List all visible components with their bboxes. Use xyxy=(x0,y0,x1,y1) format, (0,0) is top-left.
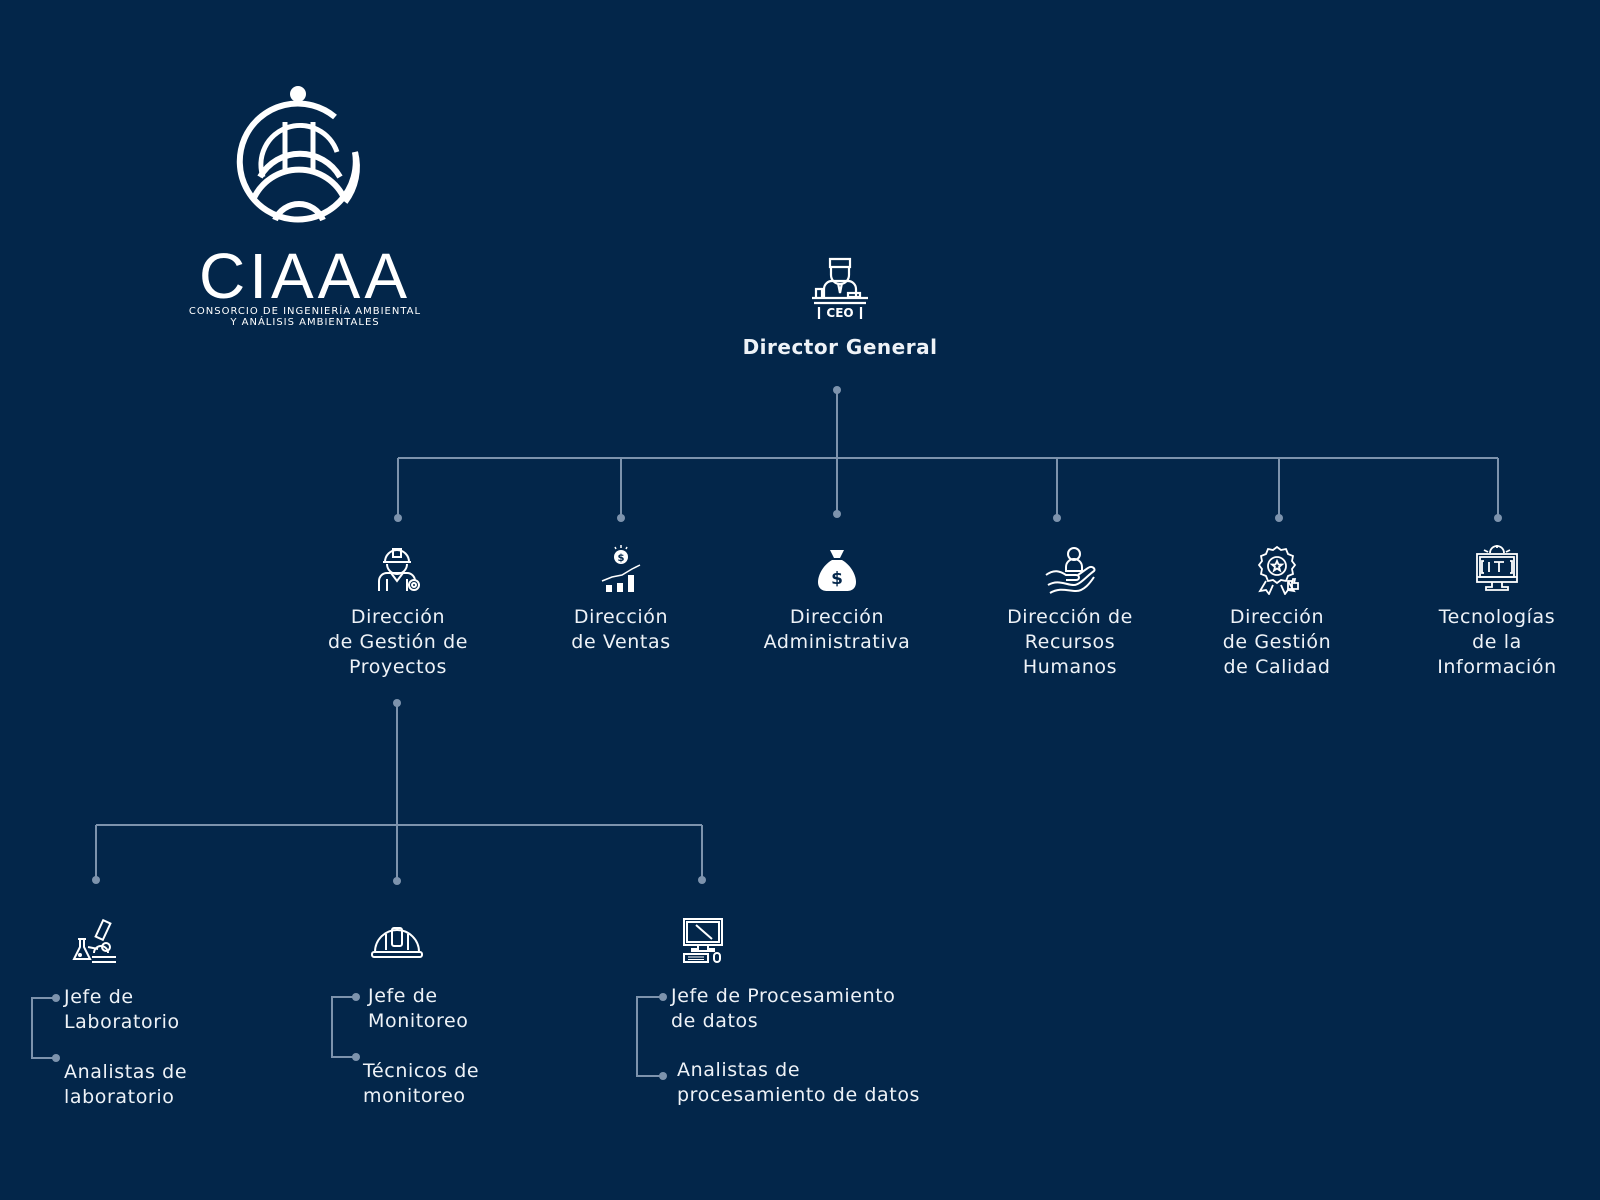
ceo-node: CEO Director General xyxy=(720,255,960,360)
direction-title: Dirección de Recursos Humanos xyxy=(1007,606,1133,678)
connector-dot xyxy=(92,876,100,884)
sales-growth-icon: $ xyxy=(601,545,641,592)
ceo-title: Director General xyxy=(742,335,938,359)
connector-dot xyxy=(352,1053,360,1061)
logo-subtitle-line1: CONSORCIO DE INGENIERÍA AMBIENTAL xyxy=(188,306,422,317)
direction-title: Dirección de Ventas xyxy=(571,606,671,653)
direction-node-sales: $ Dirección de Ventas xyxy=(521,545,721,655)
money-bag-icon: $ xyxy=(818,550,856,591)
connector-dot xyxy=(1053,514,1061,522)
unit-head-label: Jefe de Monitoreo xyxy=(368,985,469,1032)
quality-badge-icon xyxy=(1257,545,1299,595)
direction-node-quality: Dirección de Gestión de Calidad xyxy=(1177,545,1377,680)
direction-title: Tecnologías de la Información xyxy=(1437,606,1557,678)
connector-dot xyxy=(659,993,667,1001)
logo-emblem-icon xyxy=(236,86,360,223)
unit-staff-label: Analistas de laboratorio xyxy=(64,1061,188,1108)
connector-dot xyxy=(659,1072,667,1080)
connector-dot xyxy=(393,699,401,707)
direction-node-admin: $ Dirección Administrativa xyxy=(737,545,937,655)
connector-dot xyxy=(52,994,60,1002)
connector-dot xyxy=(698,876,706,884)
direction-node-projects: Dirección de Gestión de Proyectos xyxy=(298,545,498,680)
lab-bracket-line xyxy=(31,997,55,1059)
logo-subtitle-line2: Y ANÁLISIS AMBIENTALES xyxy=(230,317,380,328)
connector-dot xyxy=(352,993,360,1001)
connector-dot xyxy=(394,514,402,522)
svg-text:$: $ xyxy=(618,553,625,564)
connector-dot xyxy=(833,386,841,394)
company-logo: CIAAA CONSORCIO DE INGENIERÍA AMBIENTAL … xyxy=(185,82,425,328)
monitoring-bracket-line xyxy=(331,996,355,1058)
unit-staff-label: Analistas de procesamiento de datos xyxy=(677,1059,921,1106)
it-monitor-icon xyxy=(1476,545,1518,591)
data-bracket-line xyxy=(636,996,662,1077)
direction-title: Dirección de Gestión de Proyectos xyxy=(327,606,469,678)
connector-dot xyxy=(833,510,841,518)
hand-person-icon xyxy=(1045,547,1096,594)
connector-dot xyxy=(393,877,401,885)
unit-head-label: Jefe de Procesamiento de datos xyxy=(671,985,896,1032)
unit-head-label: Jefe de Laboratorio xyxy=(64,986,180,1033)
connector-dot xyxy=(1494,514,1502,522)
engineer-gear-icon xyxy=(378,548,420,591)
direction-node-hr: Dirección de Recursos Humanos xyxy=(970,545,1170,680)
direction-title: Dirección Administrativa xyxy=(763,606,911,653)
connector-dot xyxy=(617,514,625,522)
svg-text:$: $ xyxy=(831,569,843,589)
connector-dot xyxy=(1275,514,1283,522)
microscope-lab-icon xyxy=(72,918,116,963)
direction-node-it: Tecnologías de la Información xyxy=(1397,545,1597,680)
hard-hat-icon xyxy=(371,927,423,958)
logo-wordmark: CIAAA xyxy=(198,240,412,312)
ceo-desk-icon: CEO xyxy=(812,257,868,320)
direction-title: Dirección de Gestión de Calidad xyxy=(1222,606,1332,678)
connector-dot xyxy=(52,1054,60,1062)
computer-icon xyxy=(683,918,723,963)
ceo-icon-text: CEO xyxy=(826,306,853,320)
unit-staff-label: Técnicos de monitoreo xyxy=(363,1060,480,1107)
